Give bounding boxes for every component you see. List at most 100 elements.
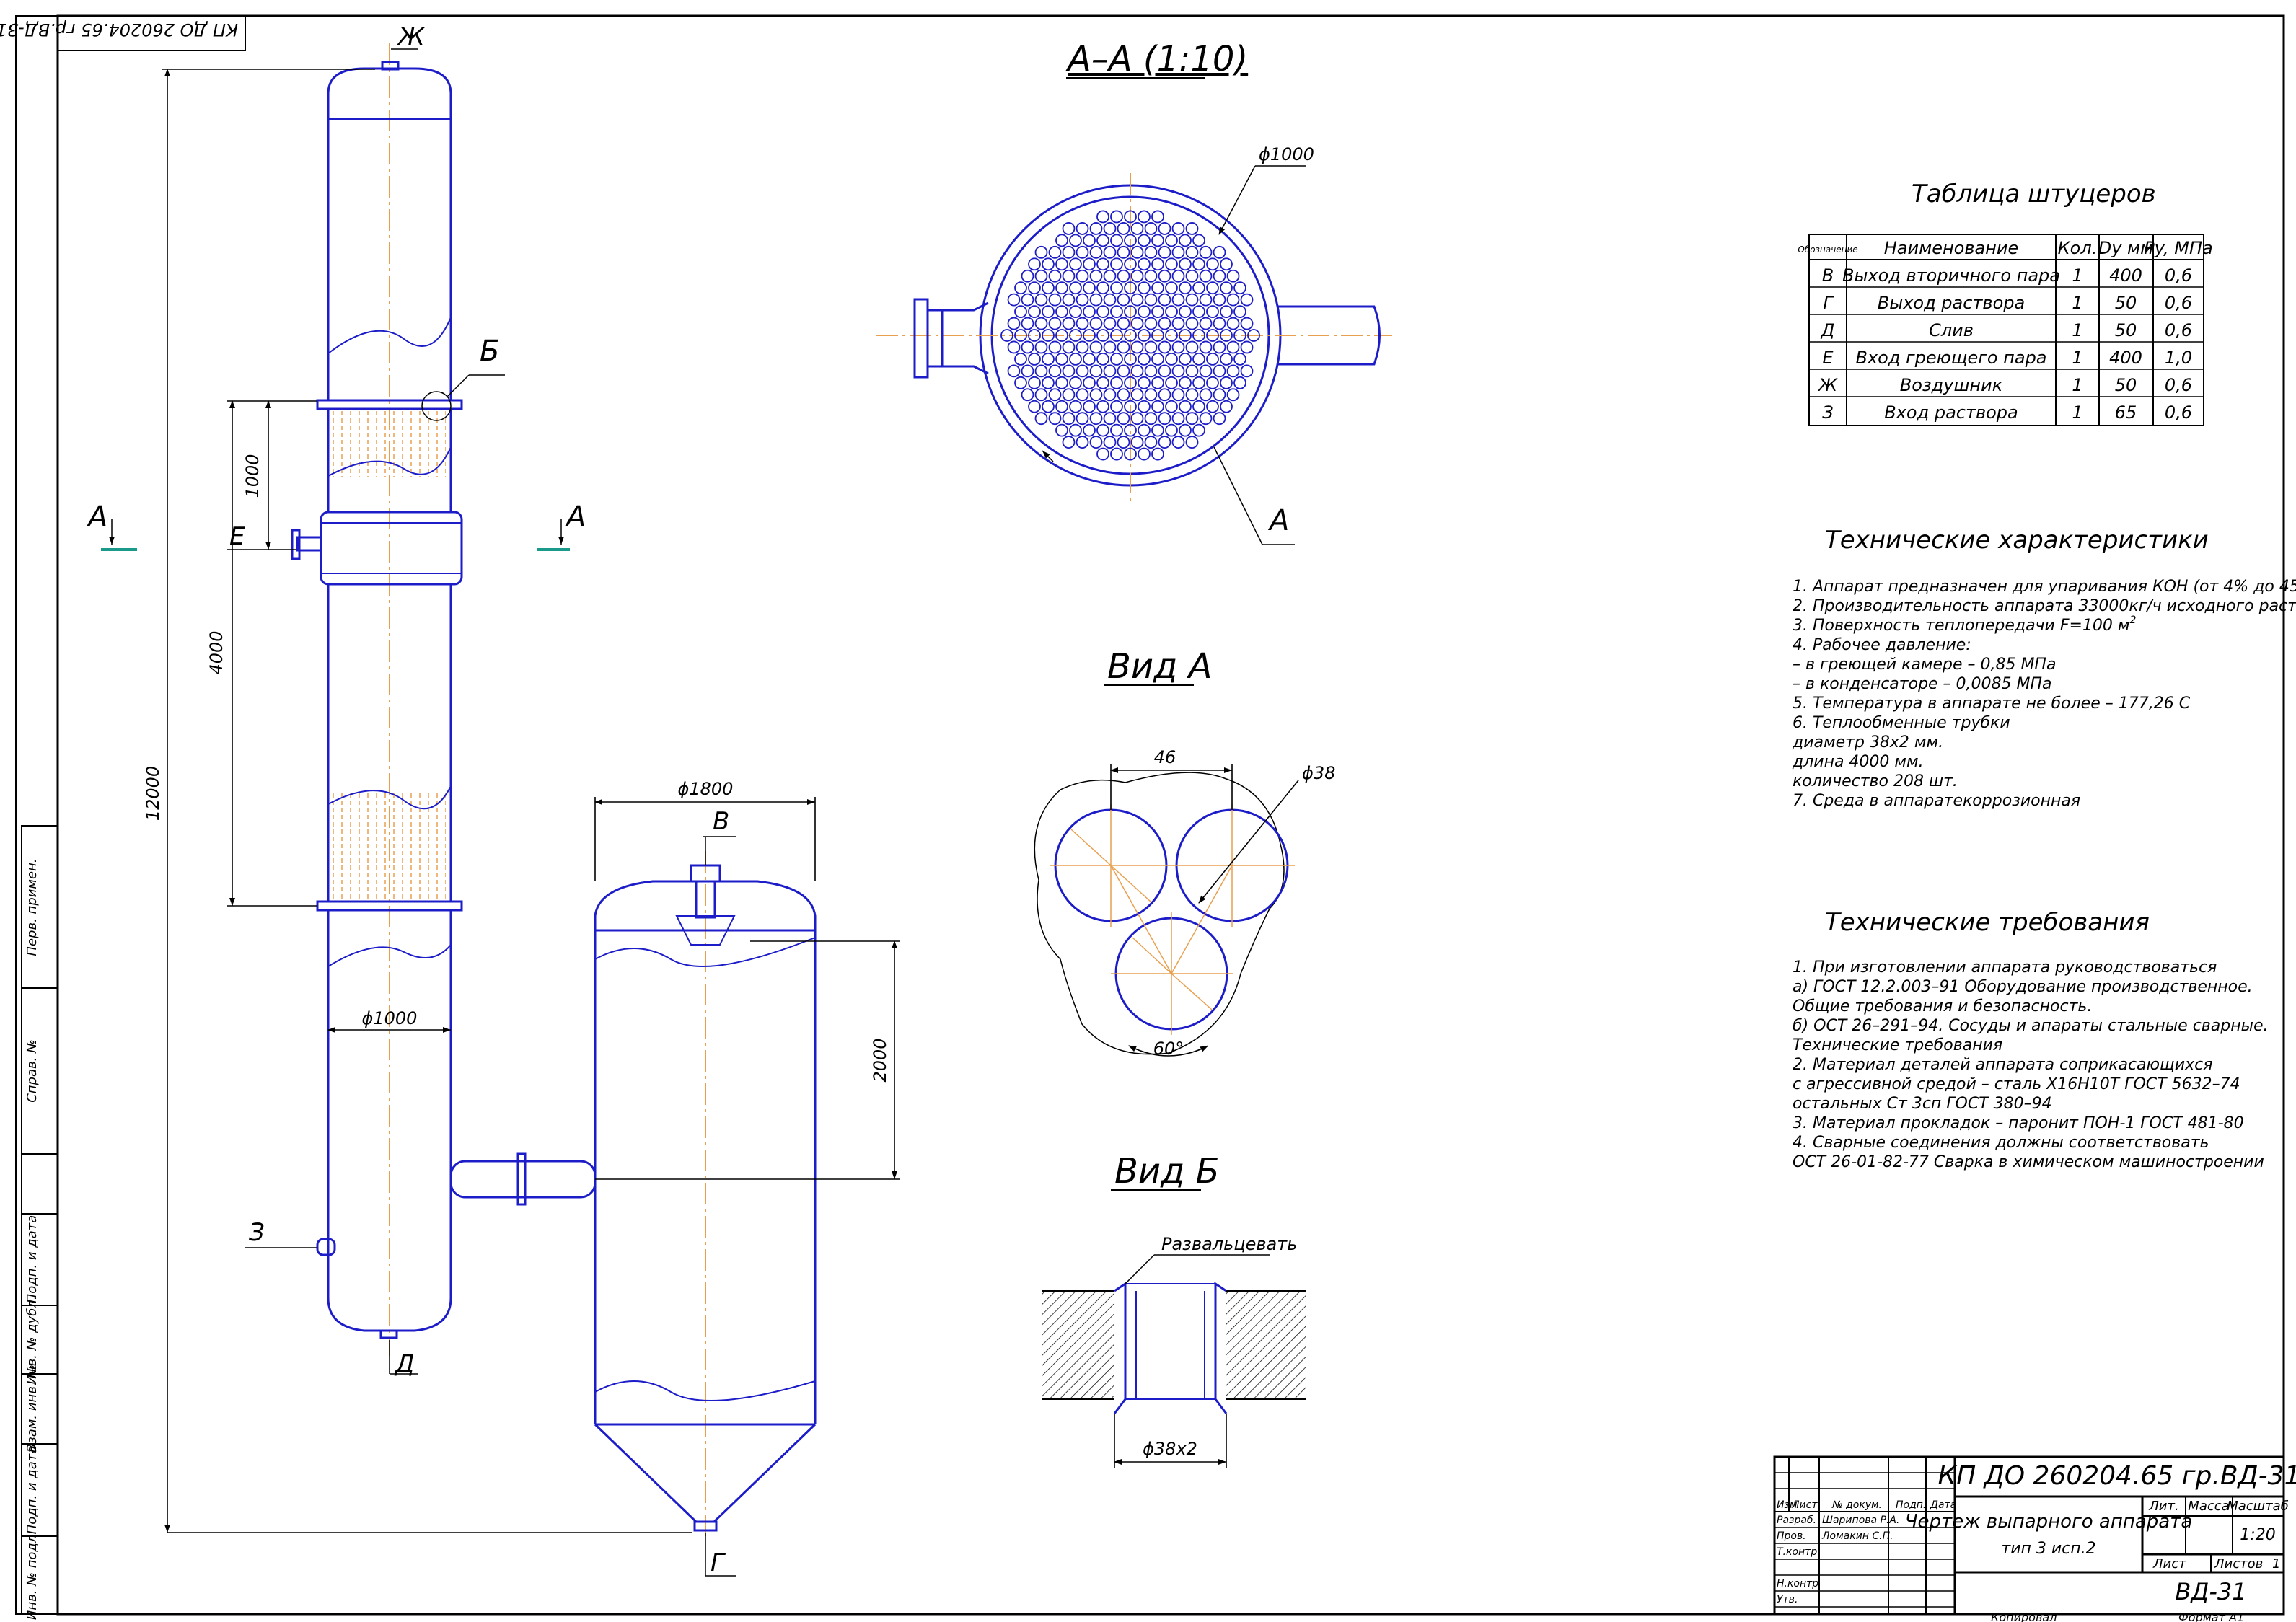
tube xyxy=(1165,423,1178,437)
tube xyxy=(1192,257,1205,271)
nozzle-table-cell: 0,6 xyxy=(2165,265,2192,286)
tube xyxy=(1158,222,1171,235)
tb-doc-code: КП ДО 260204.65 гр.ВД-31 xyxy=(1938,1461,2296,1491)
tech-char-line: количество 208 шт. xyxy=(1793,772,1958,790)
tube xyxy=(1089,412,1103,426)
tube xyxy=(1096,329,1109,342)
tube xyxy=(1083,376,1096,389)
tube xyxy=(1179,400,1192,413)
tube xyxy=(1062,269,1076,283)
tube xyxy=(1240,340,1254,354)
tube xyxy=(1062,364,1076,378)
tube xyxy=(1220,353,1233,366)
tube xyxy=(1007,340,1021,354)
nozzle-table-cell: Ж xyxy=(1817,375,1838,395)
tube xyxy=(1158,412,1171,426)
nozzle-table-cell: Д xyxy=(1821,320,1835,340)
tech-req-line: б) ОСТ 26–291–94. Сосуды и апараты сталь… xyxy=(1793,1017,2268,1035)
tube xyxy=(1158,245,1171,259)
tube xyxy=(1034,293,1048,307)
tube xyxy=(1069,353,1082,366)
tech-char-line: 2. Производительность аппарата 33000кг/ч… xyxy=(1793,597,2296,615)
tube xyxy=(1144,317,1158,330)
tube xyxy=(1014,353,1027,366)
tube xyxy=(1069,423,1082,437)
tube xyxy=(1171,436,1185,449)
tube xyxy=(1171,388,1185,402)
tube xyxy=(1124,329,1137,342)
tube xyxy=(1076,412,1089,426)
dim-separator-dia-text: ϕ1800 xyxy=(678,779,734,799)
tube xyxy=(1171,340,1185,354)
view-a-detail: 46 ϕ38 60° xyxy=(1034,747,1335,1059)
tube xyxy=(1213,340,1226,354)
tube xyxy=(1158,340,1171,354)
nozzle-table-header-2: Кол. xyxy=(2058,238,2098,258)
tube xyxy=(1158,364,1171,378)
tech-char-line: 6. Теплообменные трубки xyxy=(1793,714,2010,732)
tube xyxy=(1158,317,1171,330)
tb-col-lit: Лит. xyxy=(2148,1499,2178,1514)
tube xyxy=(1076,293,1089,307)
tube xyxy=(1076,436,1089,449)
tube xyxy=(1014,281,1027,295)
dim-top-seg-text: 1000 xyxy=(242,454,263,498)
tube xyxy=(1171,412,1185,426)
tube xyxy=(1138,353,1151,366)
tube xyxy=(1089,340,1103,354)
label-v: В xyxy=(713,807,729,836)
tube xyxy=(1192,376,1205,389)
tube xyxy=(1062,412,1076,426)
tech-char-line: длина 4000 мм. xyxy=(1792,753,1924,771)
tube xyxy=(1233,281,1246,295)
tube xyxy=(1192,423,1205,437)
tube xyxy=(1028,281,1041,295)
tb-col-scale: Масштаб xyxy=(2227,1499,2289,1514)
tb-sheet-label: Лист xyxy=(2152,1556,2186,1572)
tube xyxy=(1089,245,1103,259)
tube xyxy=(1124,423,1137,437)
tube xyxy=(1151,423,1164,437)
tb-hdr-list: Лист xyxy=(1791,1499,1818,1511)
tube xyxy=(1083,305,1096,318)
nozzle-table-cell: 50 xyxy=(2115,293,2137,313)
tube xyxy=(1110,329,1123,342)
tube xyxy=(1240,317,1254,330)
tube xyxy=(1000,329,1013,342)
tech-req-line: а) ГОСТ 12.2.003–91 Оборудование произво… xyxy=(1793,978,2253,996)
tube-dia-text: ϕ38 xyxy=(1302,763,1335,783)
tube xyxy=(1185,364,1199,378)
tube xyxy=(1021,364,1034,378)
tube xyxy=(1034,245,1048,259)
tube xyxy=(1206,400,1219,413)
tube xyxy=(1048,412,1062,426)
tube xyxy=(1130,222,1144,235)
tube xyxy=(1151,305,1164,318)
tube xyxy=(1042,281,1055,295)
tube xyxy=(1034,340,1048,354)
tech-chars-list: 1. Аппарат предназначен для упаривания К… xyxy=(1792,578,2296,810)
tb-prov: Пров. xyxy=(1777,1530,1806,1542)
tube xyxy=(1103,436,1117,449)
tube xyxy=(1110,447,1123,461)
tube xyxy=(1138,376,1151,389)
stamp-text: КП ДО 260204.65 гр.ВД-31 xyxy=(0,19,238,40)
section-dia-text: ϕ1000 xyxy=(1259,144,1314,164)
tube xyxy=(1220,400,1233,413)
dim-total-height: 12000 xyxy=(143,69,375,1533)
tube xyxy=(1083,423,1096,437)
tb-scale: 1:20 xyxy=(2240,1526,2275,1544)
tech-char-line: – в греющей камере – 0,85 МПа xyxy=(1793,656,2056,674)
tube xyxy=(1076,364,1089,378)
tube xyxy=(1151,210,1164,224)
tube xyxy=(1165,400,1178,413)
nozzle-table-cell: Слив xyxy=(1929,320,1974,340)
title-block: КП ДО 260204.65 гр.ВД-31 Чертеж выпарног… xyxy=(1773,1455,2296,1616)
dim-tube-length: 4000 xyxy=(206,400,317,907)
tube xyxy=(1048,293,1062,307)
nozzle-table-cell: Г xyxy=(1823,293,1834,313)
tube xyxy=(1110,257,1123,271)
tube xyxy=(1206,305,1219,318)
tube xyxy=(1055,281,1068,295)
tube xyxy=(1096,376,1109,389)
